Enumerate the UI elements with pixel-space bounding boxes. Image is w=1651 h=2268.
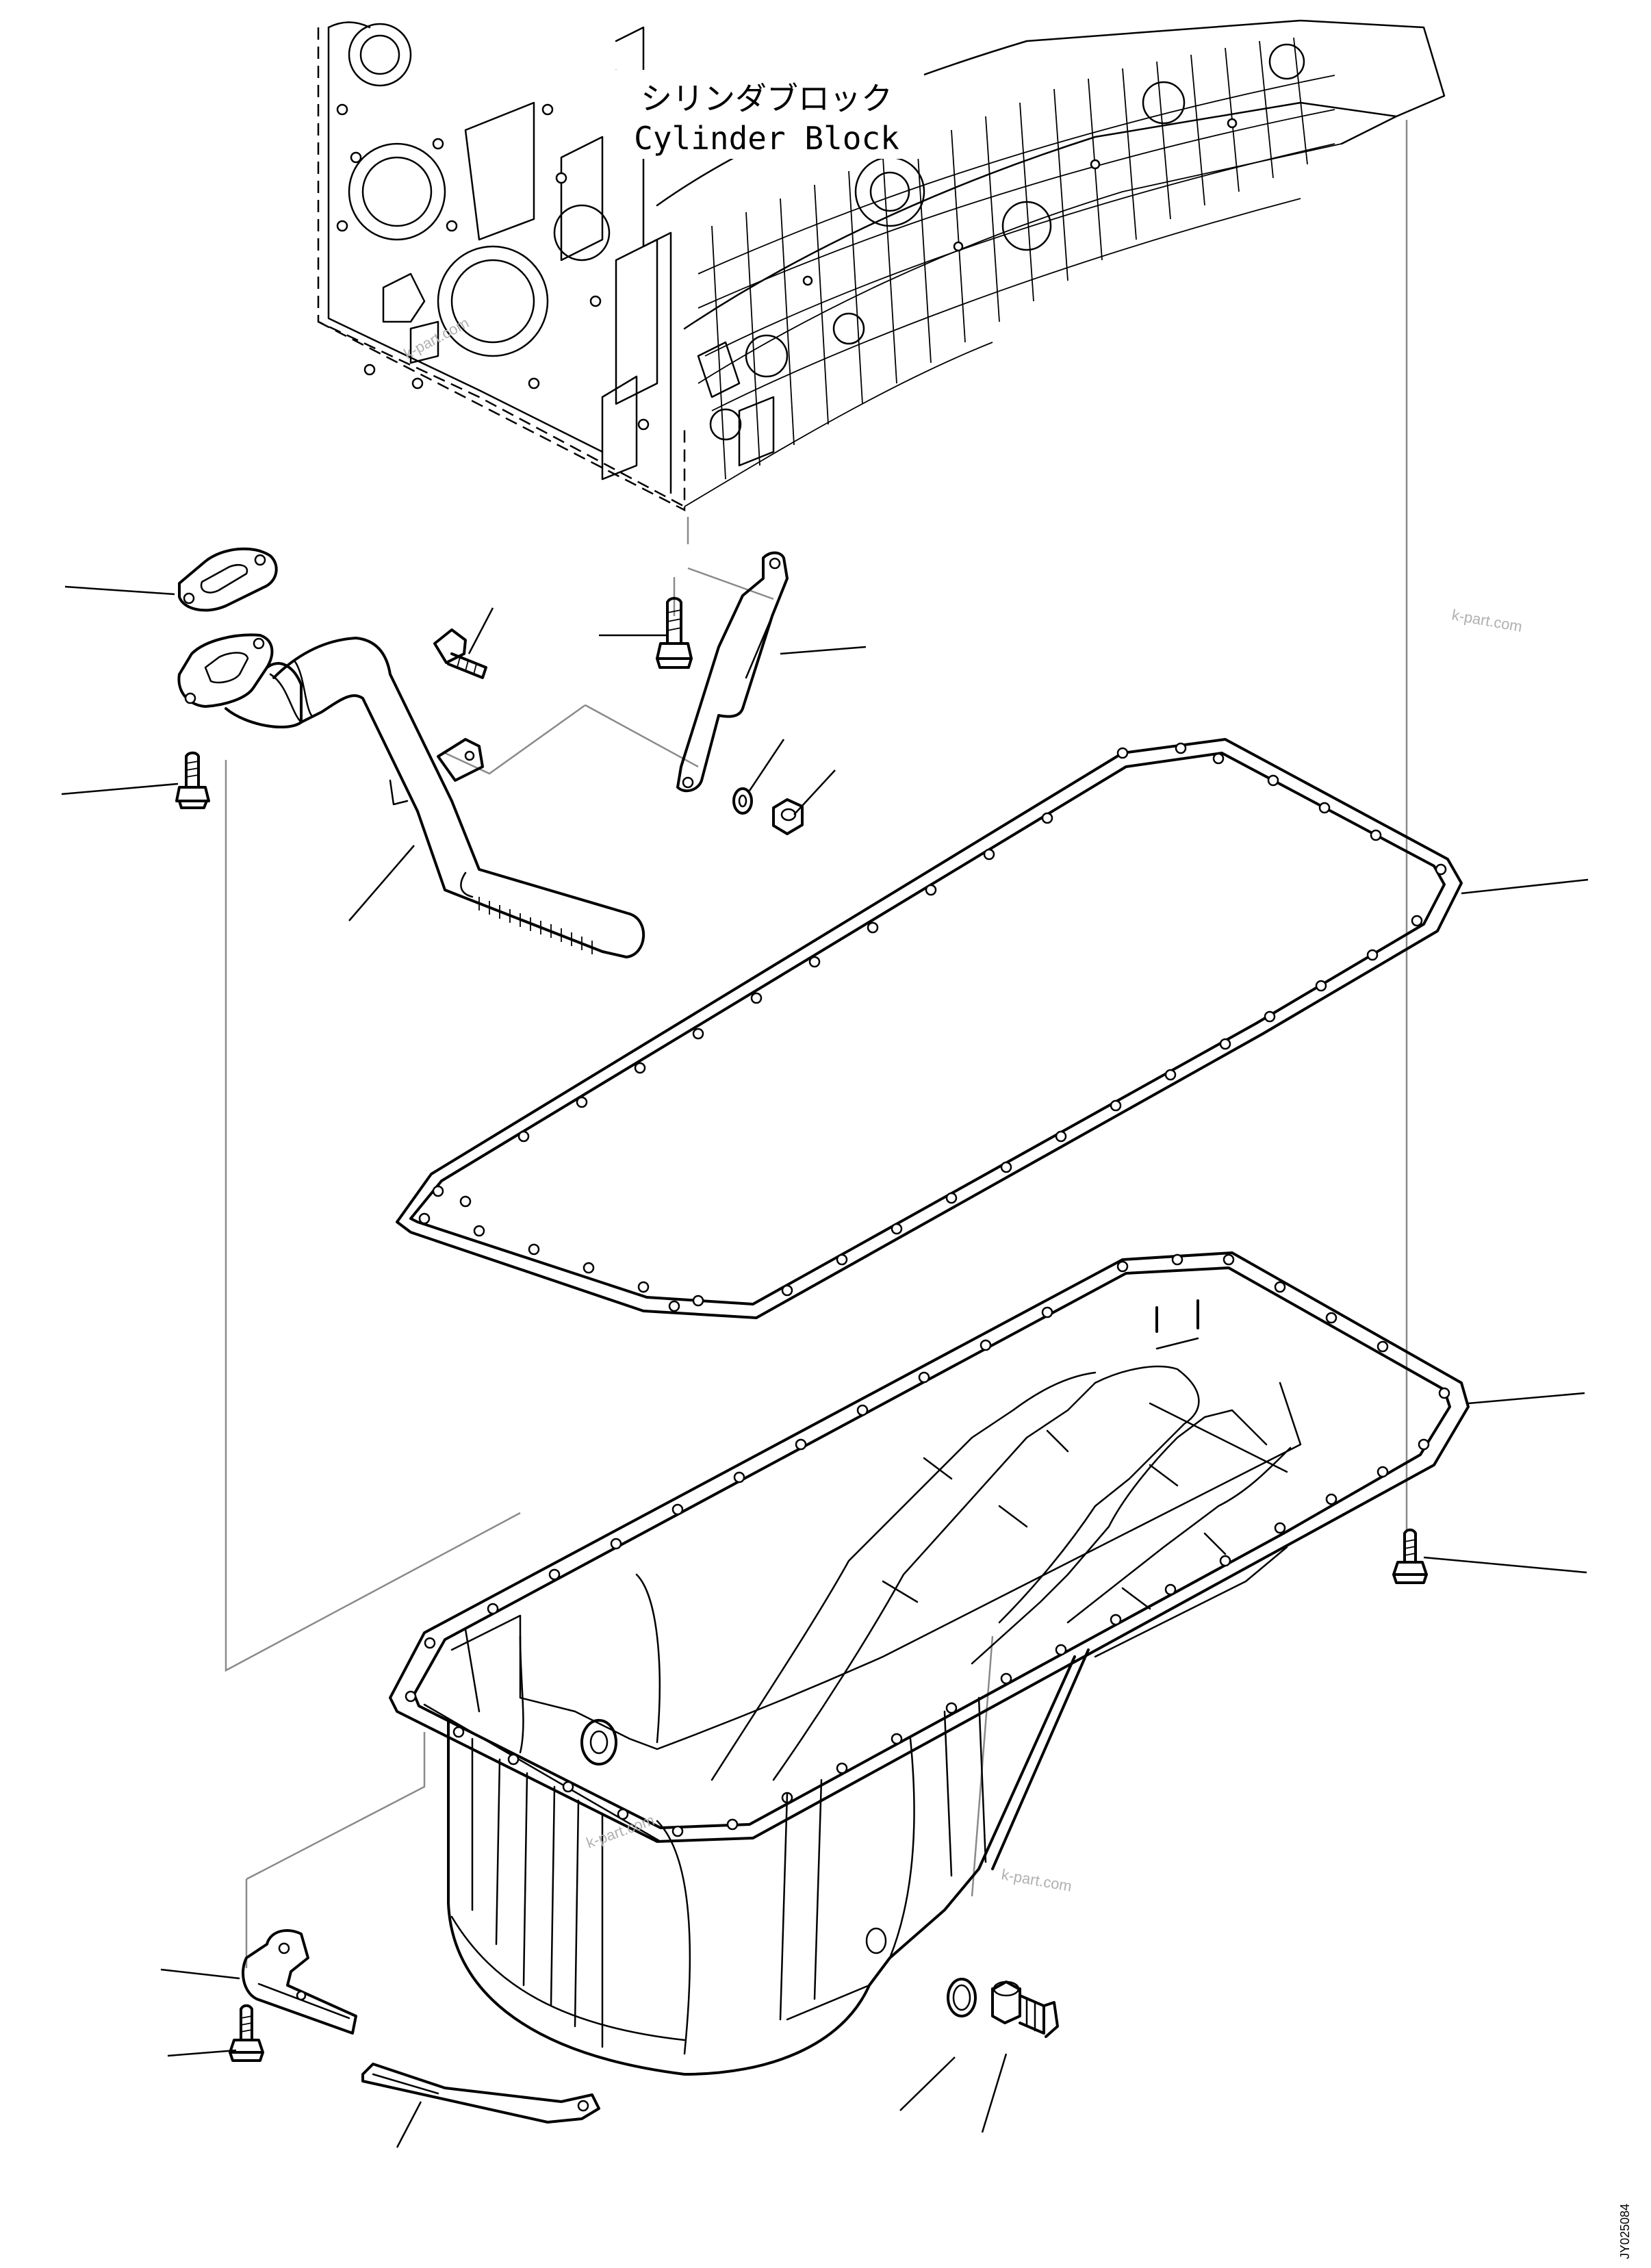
watermark-2: k-part.com xyxy=(1450,606,1524,635)
leader-plate-left xyxy=(160,1968,240,1980)
leader-suction-bolt xyxy=(61,782,179,795)
stiffener-plate-left xyxy=(242,1929,357,2035)
leader-bracket xyxy=(780,646,867,655)
leader-pan-gasket xyxy=(1461,878,1589,895)
cylinder-block-label-en: Cylinder Block xyxy=(634,120,899,157)
leader-oil-pan xyxy=(1468,1392,1585,1405)
cylinder-block: シリンダブロック Cylinder Block xyxy=(317,19,1446,512)
leader-washer xyxy=(748,739,785,791)
bracket-bolt xyxy=(656,597,693,669)
oil-pan-gasket xyxy=(396,738,1463,1319)
drain-washer xyxy=(947,1978,977,2017)
leader-pan-bolt xyxy=(1423,1556,1587,1574)
leader-suction-pipe xyxy=(348,845,415,921)
leader-plate-bolt xyxy=(167,2049,237,2057)
drawing-code: JY025084 xyxy=(1618,2204,1632,2259)
leader-drain-plug xyxy=(981,2053,1008,2133)
stiffener-plate-bolt xyxy=(229,2004,264,2062)
leader-suction-gasket xyxy=(64,585,175,596)
stiffener-plate-right xyxy=(361,2063,600,2124)
drain-plug xyxy=(991,1980,1059,2038)
leader-drain-washer xyxy=(899,2056,956,2111)
bracket-nut xyxy=(772,798,804,835)
assembly-guide-lines xyxy=(225,120,1408,1968)
watermark-4: k-part.com xyxy=(1000,1865,1073,1895)
leader-nut xyxy=(793,769,836,815)
leader-lines xyxy=(61,585,1589,2148)
cylinder-block-label-jp: シリンダブロック xyxy=(641,80,893,117)
pipe-bracket xyxy=(676,551,789,793)
suction-flange-bolt xyxy=(175,751,210,809)
leader-plate-right xyxy=(396,2101,422,2148)
bracket-washer xyxy=(732,787,753,815)
suction-pipe xyxy=(177,633,645,958)
leader-pipe-bolt xyxy=(468,607,494,654)
oil-pan-bolt xyxy=(1392,1528,1428,1584)
suction-gasket xyxy=(178,547,278,612)
pipe-stay-bolt xyxy=(433,628,487,679)
oil-pan xyxy=(389,1251,1470,2076)
